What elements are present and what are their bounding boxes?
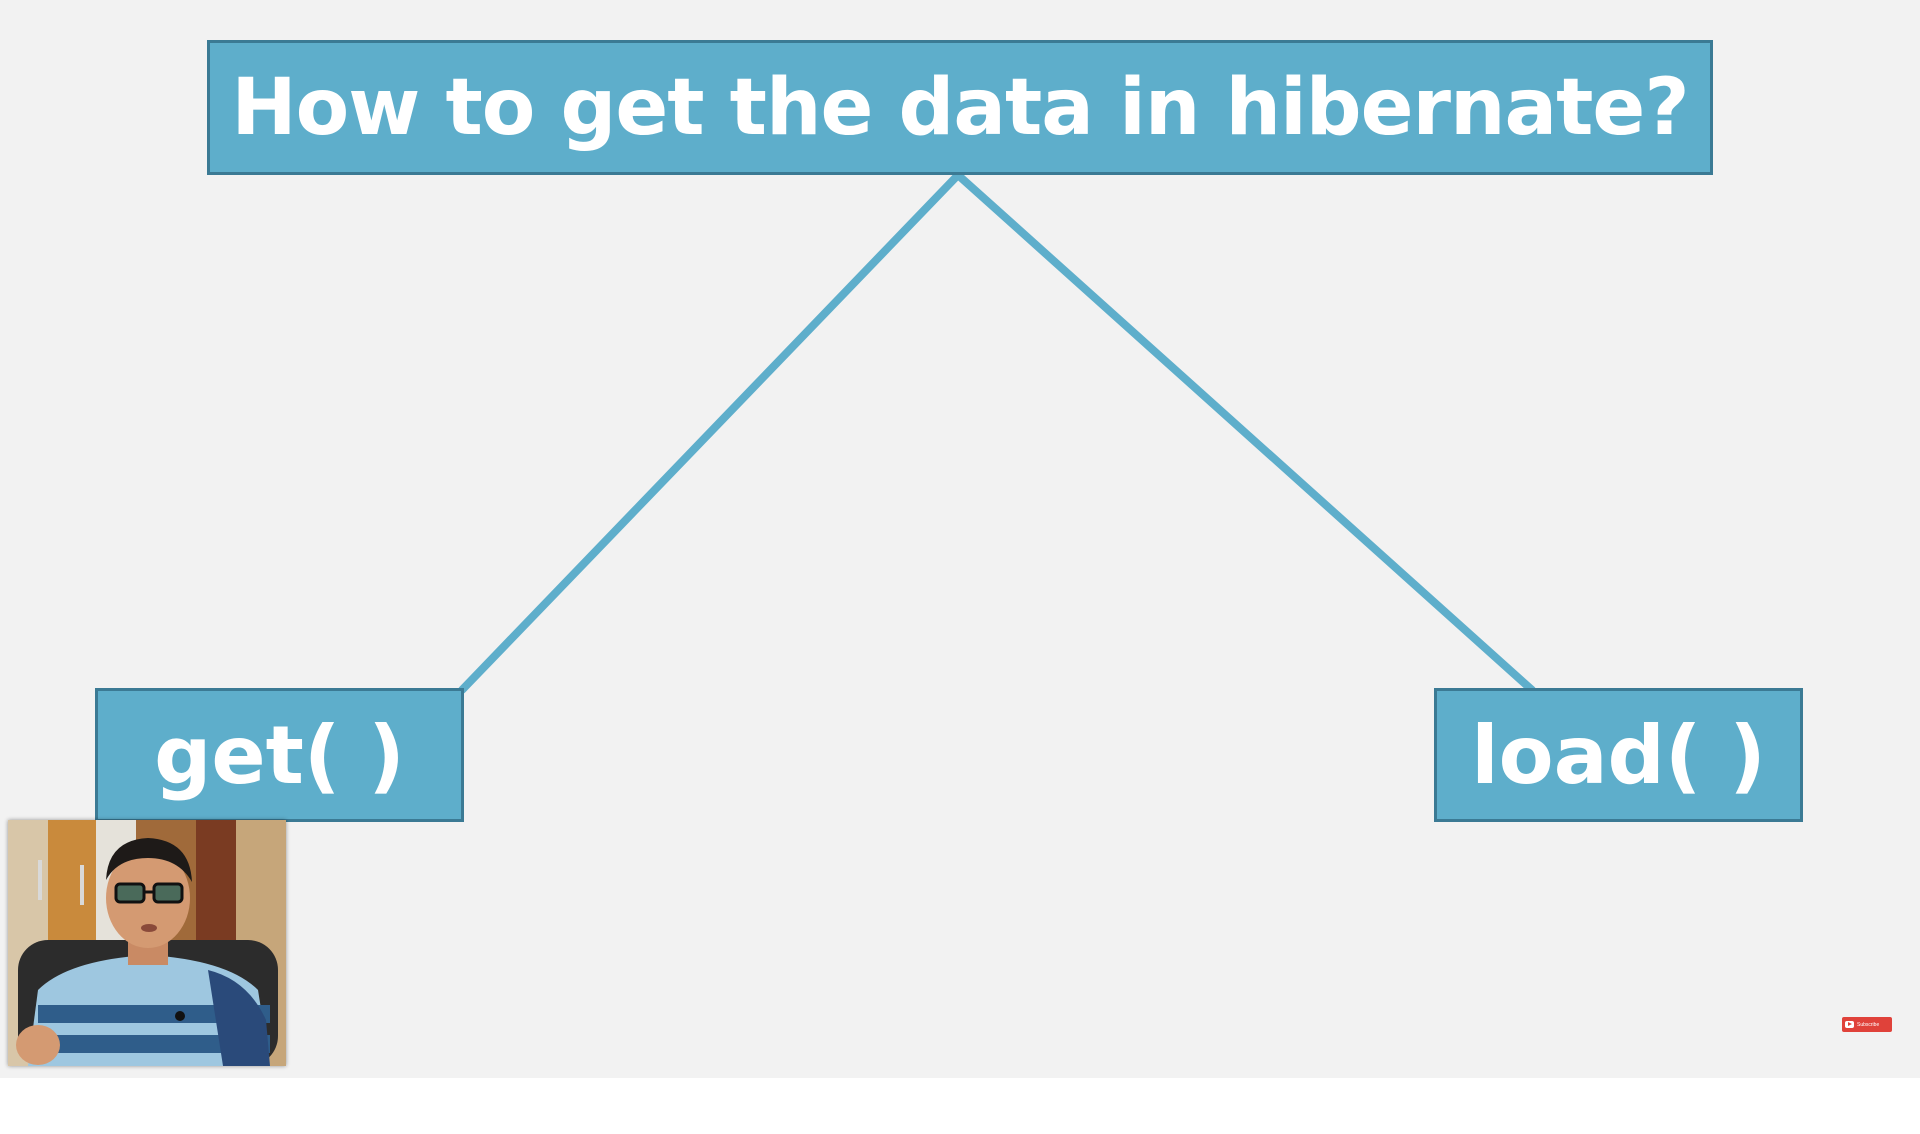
subscribe-button[interactable]: Subscribe xyxy=(1842,1017,1892,1032)
subscribe-label: Subscribe xyxy=(1857,1021,1880,1028)
presenter-illustration xyxy=(8,820,286,1066)
presenter-webcam xyxy=(8,820,286,1066)
youtube-icon xyxy=(1845,1021,1854,1028)
root-node: How to get the data in hibernate? xyxy=(207,40,1713,175)
child-node-load: load( ) xyxy=(1434,688,1803,822)
child-node-load-label: load( ) xyxy=(1471,708,1766,802)
connector-root-to-load xyxy=(954,171,1536,694)
root-node-label: How to get the data in hibernate? xyxy=(231,62,1689,153)
connector-root-to-get xyxy=(458,171,962,694)
child-node-get-label: get( ) xyxy=(154,708,405,802)
child-node-get: get( ) xyxy=(95,688,464,822)
connectors xyxy=(458,171,1536,694)
slide: How to get the data in hibernate? get( )… xyxy=(0,0,1920,1078)
